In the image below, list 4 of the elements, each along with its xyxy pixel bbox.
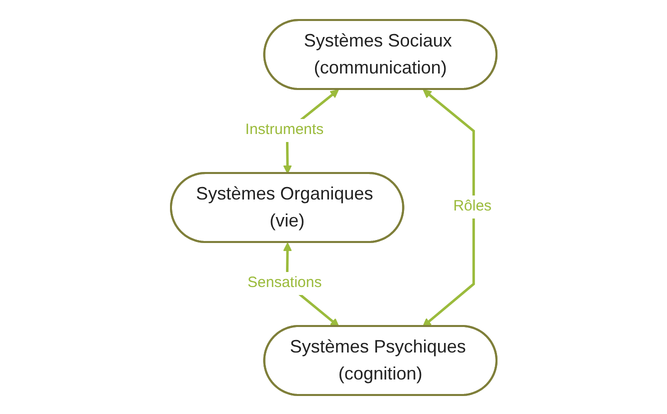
edge-label: Instruments (245, 120, 324, 138)
edge-label: Sensations (247, 273, 322, 290)
edge-label: Rôles (452, 196, 492, 214)
arrow (422, 88, 475, 326)
